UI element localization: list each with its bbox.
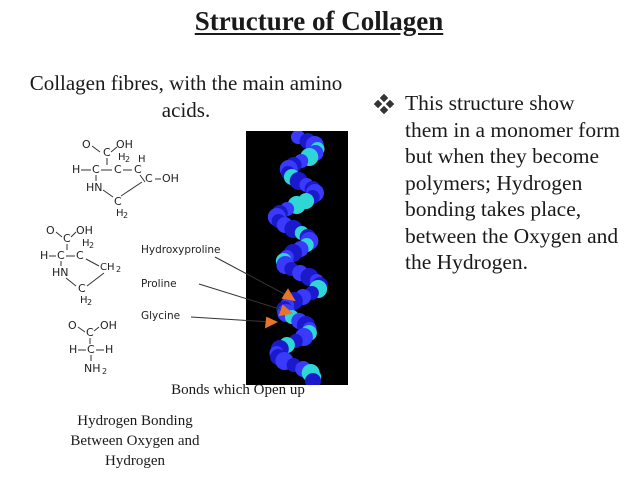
hydrogen-bonding-caption: Hydrogen Bonding Between Oxygen and Hydr… [70, 413, 200, 469]
proline-label: Proline [141, 278, 177, 290]
svg-text:C: C [145, 172, 153, 185]
svg-text:C: C [63, 232, 71, 245]
collagen-helix-image [246, 131, 348, 385]
svg-text:H: H [72, 163, 80, 176]
svg-text:HN: HN [86, 181, 103, 194]
hydroxyproline-structure: O C OH H C C H 2 C H C OH HN C H 2 [72, 138, 179, 220]
svg-text:2: 2 [123, 211, 128, 220]
svg-text:C: C [78, 282, 86, 295]
svg-text:H: H [40, 249, 48, 262]
bonds-caption: Bonds which Open up [171, 382, 305, 398]
svg-text:H: H [80, 295, 88, 306]
svg-text:H: H [138, 154, 146, 165]
svg-text:2: 2 [125, 155, 130, 164]
svg-text:O: O [68, 319, 77, 332]
svg-text:OH: OH [162, 172, 179, 185]
svg-text:CH: CH [100, 262, 115, 273]
svg-text:C: C [134, 163, 142, 176]
svg-text:C: C [87, 343, 95, 356]
figure-caption: Collagen fibres, with the main amino aci… [29, 71, 343, 122]
svg-text:O: O [46, 224, 55, 237]
svg-text:C: C [86, 326, 94, 339]
svg-text:C: C [57, 249, 65, 262]
hydroxyproline-label: Hydroxyproline [141, 244, 221, 256]
svg-text:OH: OH [100, 319, 117, 332]
helix-atom [305, 373, 321, 385]
svg-text:NH: NH [84, 362, 101, 375]
svg-text:OH: OH [76, 224, 93, 237]
svg-text:OH: OH [116, 138, 133, 151]
svg-text:H: H [118, 152, 126, 163]
svg-text:2: 2 [89, 241, 94, 250]
svg-text:C: C [76, 249, 84, 262]
svg-text:HN: HN [52, 266, 69, 279]
diamond-bullet-icon [374, 94, 394, 114]
slide-title: Structure of Collagen [194, 6, 444, 36]
bullet-text: This structure show them in a monomer fo… [405, 91, 620, 274]
svg-text:2: 2 [116, 265, 121, 274]
glycine-label: Glycine [141, 310, 180, 322]
svg-text:C: C [103, 146, 111, 159]
svg-text:2: 2 [102, 367, 107, 376]
svg-text:H: H [116, 208, 124, 219]
svg-text:C: C [114, 163, 122, 176]
svg-text:2: 2 [87, 298, 92, 307]
svg-text:H: H [82, 238, 90, 249]
glycine-structure: O C OH H C H NH 2 [68, 319, 117, 376]
svg-text:C: C [114, 195, 122, 208]
proline-structure: O C OH H C C H 2 CH 2 HN C H 2 [40, 224, 121, 307]
svg-text:H: H [69, 343, 77, 356]
svg-text:C: C [92, 163, 100, 176]
svg-text:H: H [105, 343, 113, 356]
svg-text:O: O [82, 138, 91, 151]
